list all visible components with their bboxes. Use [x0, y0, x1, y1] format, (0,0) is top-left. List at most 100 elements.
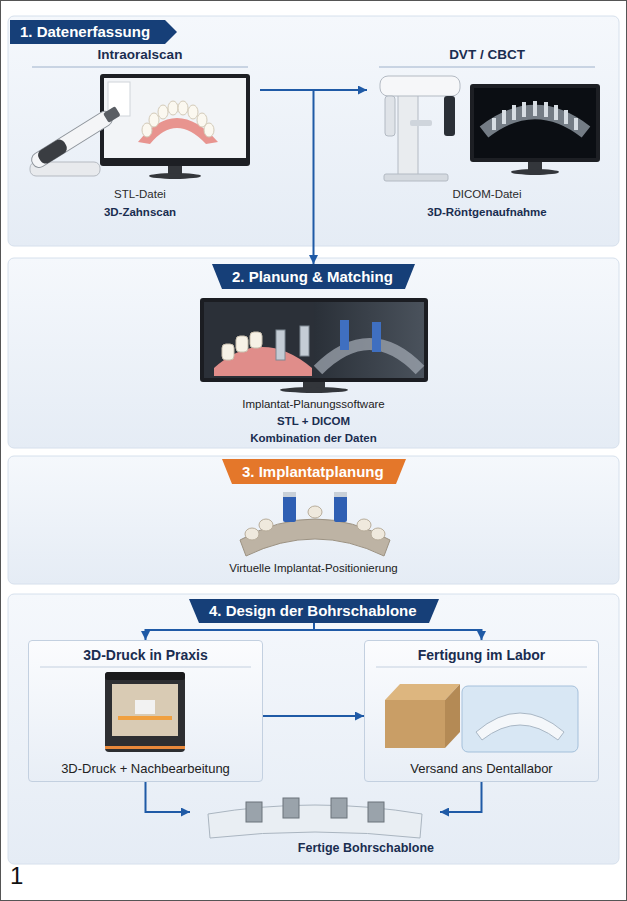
- packaging-bag: [462, 686, 578, 752]
- node-heading: Implantat-Planungssoftware: [156, 396, 471, 412]
- production-box: Fertigung im LaborVersand ans Dentallabo…: [364, 640, 599, 782]
- node-heading: DVT / CBCT: [373, 46, 601, 64]
- tooth: [188, 105, 198, 119]
- node-heading: Fertigung im Labor: [371, 647, 592, 664]
- heading-rule: [32, 67, 248, 68]
- implant: [334, 494, 347, 522]
- monitor-base: [511, 169, 559, 175]
- tooth: [250, 332, 262, 348]
- source-column: DVT / CBCTDICOM-Datei3D-Röntgenaufnahme: [367, 46, 607, 238]
- sleeve: [368, 802, 384, 822]
- tooth: [178, 101, 188, 115]
- printer-stripe: [105, 746, 185, 749]
- section-heading: 1. Datenerfassung: [20, 23, 150, 41]
- implant: [283, 494, 296, 522]
- node-text: 3D-Zahnscan: [26, 204, 254, 220]
- xray-view: [314, 302, 424, 378]
- wand-grip: [36, 137, 69, 166]
- node-text: DICOM-Datei: [373, 186, 601, 202]
- section-panel: [8, 594, 619, 864]
- drill-guide: [208, 805, 422, 838]
- implant: [300, 326, 309, 356]
- tooth: [168, 101, 178, 115]
- flow-arrow: [260, 90, 314, 264]
- monitor-screen: [474, 88, 596, 158]
- node-heading: 3D-Druck in Praxis: [35, 647, 256, 664]
- box-side: [445, 684, 460, 748]
- cbct-sensor: [444, 96, 455, 136]
- heading-rule: [40, 667, 251, 668]
- software-step: Implantat-PlanungssoftwareSTL + DICOMKom…: [150, 296, 477, 450]
- cbct-head: [380, 76, 460, 96]
- monitor-base: [149, 173, 201, 179]
- heading-rule: [376, 667, 587, 668]
- monitor-frame: [470, 84, 600, 162]
- box-fill: [28, 640, 263, 782]
- section-tab: 2. Planung & Matching: [212, 264, 415, 289]
- result-item: Fertige Bohrschablone: [190, 792, 440, 860]
- wand-tip: [103, 106, 121, 123]
- tooth: [259, 519, 273, 531]
- printed-part: [135, 700, 155, 714]
- jaw-model: [240, 519, 390, 556]
- printer-window: [112, 684, 178, 736]
- teeth: [245, 506, 385, 540]
- monitor-frame: [200, 298, 428, 382]
- shipping-box: [385, 700, 445, 748]
- implant: [372, 322, 381, 352]
- section-tab: 3. Implantatplanung: [222, 459, 406, 484]
- node-text: STL-Datei: [26, 186, 254, 202]
- node-heading: Intraoralscan: [26, 46, 254, 64]
- tooth: [204, 123, 214, 137]
- tooth: [357, 519, 371, 531]
- section-panel: [8, 258, 619, 448]
- tooth: [222, 344, 234, 360]
- node-text: STL + DICOM: [156, 413, 471, 429]
- xray-teeth: [494, 101, 576, 130]
- monitor-base: [280, 387, 348, 393]
- node-text: Virtuelle Implantat-Positionierung: [156, 560, 471, 576]
- sleeve: [331, 798, 347, 818]
- tooth: [158, 105, 168, 119]
- node-text: Fertige Bohrschablone: [196, 840, 434, 857]
- flow-arrow: [314, 623, 482, 640]
- cbct-arm: [385, 96, 395, 136]
- tooth: [236, 336, 248, 352]
- tooth: [245, 528, 259, 540]
- planning-step: Virtuelle Implantat-Positionierung: [150, 488, 477, 580]
- production-box: 3D-Druck in Praxis 3D-Druck + Nachbearbei…: [28, 640, 263, 782]
- scanner-wand: [29, 104, 122, 170]
- flow-arrow: [263, 715, 364, 717]
- tooth: [308, 506, 322, 518]
- implant: [340, 320, 349, 350]
- printer-body: [105, 672, 185, 752]
- build-plate: [118, 716, 172, 720]
- tooth: [149, 113, 159, 127]
- tooth: [371, 528, 385, 540]
- box-fill: [364, 640, 599, 782]
- monitor-screen: [204, 302, 314, 378]
- sleeve: [246, 802, 262, 822]
- section-heading: 4. Design der Bohrschablone: [209, 602, 417, 620]
- sleeve: [283, 798, 299, 818]
- flow-arrow: [440, 782, 482, 812]
- node-text: Kombination der Daten: [156, 430, 471, 446]
- section-tab: 1. Datenerfassung: [10, 20, 177, 44]
- node-text: 3D-Druck + Nachbearbeitung: [35, 761, 256, 777]
- flow-arrow: [146, 782, 191, 812]
- section-tab: 4. Design der Bohrschablone: [189, 599, 439, 623]
- wand-body: [29, 109, 115, 170]
- monitor-frame: [100, 74, 250, 166]
- cbct-pillar: [398, 92, 418, 176]
- section-panel: [8, 456, 619, 584]
- implant-head: [334, 492, 347, 497]
- implant-head: [283, 492, 296, 497]
- heading-rule: [379, 67, 595, 68]
- cbct-base: [384, 174, 448, 181]
- flow-arrow: [146, 623, 315, 640]
- section-heading: 3. Implantatplanung: [242, 463, 384, 481]
- source-column: IntraoralscanSTL-Datei 3D-Zahnscan: [20, 46, 260, 238]
- monitor-screen: [104, 78, 246, 158]
- xray-bone: [318, 344, 420, 370]
